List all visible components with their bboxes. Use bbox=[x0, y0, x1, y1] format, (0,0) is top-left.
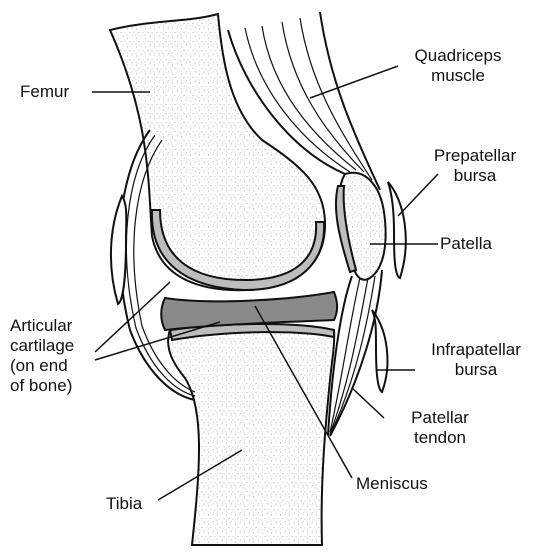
label-infrapatellar-line2: bursa bbox=[414, 360, 538, 380]
tibia-bone bbox=[168, 326, 334, 545]
label-articular-line3: (on end bbox=[10, 356, 74, 376]
label-prepatellar-line1: Prepatellar bbox=[415, 146, 535, 166]
label-patellar-tendon: Patellar tendon bbox=[392, 408, 488, 448]
label-femur: Femur bbox=[20, 82, 69, 102]
label-prepatellar-bursa: Prepatellar bursa bbox=[415, 146, 535, 186]
label-articular-line2: cartilage bbox=[10, 336, 74, 356]
label-patellar-tendon-line1: Patellar bbox=[392, 408, 488, 428]
label-patellar-tendon-line2: tendon bbox=[392, 428, 488, 448]
label-quadriceps-line1: Quadriceps bbox=[398, 46, 518, 66]
label-articular-cartilage: Articular cartilage (on end of bone) bbox=[10, 316, 74, 396]
label-articular-line4: of bone) bbox=[10, 376, 74, 396]
articular-leader-upper bbox=[95, 282, 170, 352]
label-prepatellar-line2: bursa bbox=[415, 166, 535, 186]
posterior-bursa bbox=[111, 196, 126, 304]
label-infrapatellar-bursa: Infrapatellar bursa bbox=[414, 340, 538, 380]
label-articular-line1: Articular bbox=[10, 316, 74, 336]
label-infrapatellar-line1: Infrapatellar bbox=[414, 340, 538, 360]
label-meniscus: Meniscus bbox=[356, 474, 428, 494]
label-tibia: Tibia bbox=[106, 494, 142, 514]
meniscus bbox=[161, 292, 337, 330]
quadriceps-leader bbox=[310, 66, 398, 98]
patellar-tendon-leader bbox=[352, 388, 384, 418]
femur-bone bbox=[110, 14, 325, 290]
label-quadriceps-line2: muscle bbox=[398, 66, 518, 86]
infrapatellar-bursa bbox=[372, 310, 387, 392]
label-patella: Patella bbox=[440, 234, 492, 254]
prepatellar-bursa bbox=[388, 182, 406, 278]
label-quadriceps-muscle: Quadriceps muscle bbox=[398, 46, 518, 86]
